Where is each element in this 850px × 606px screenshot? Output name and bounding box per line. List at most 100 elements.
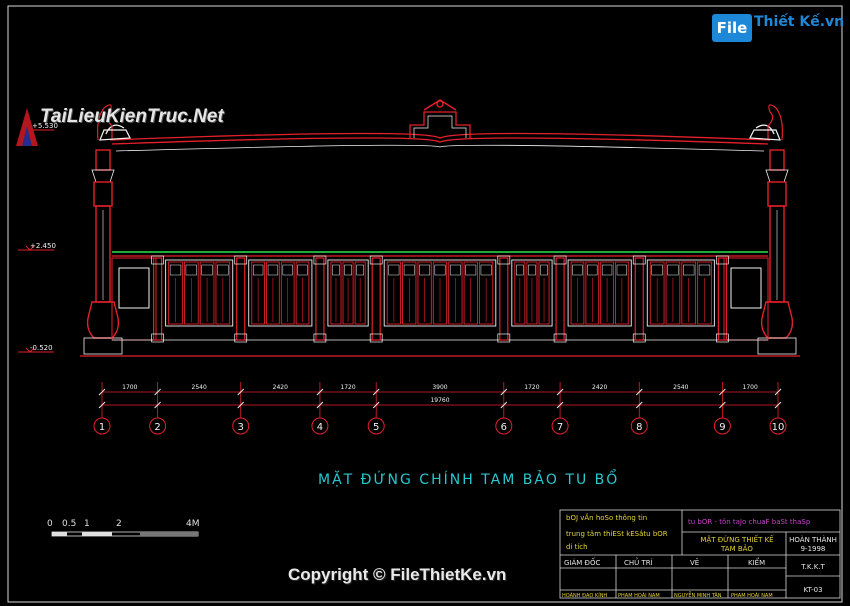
door-panel — [697, 261, 712, 325]
dim-tick — [719, 388, 726, 396]
scale-label-2: 2 — [116, 519, 122, 529]
door-panel — [538, 261, 550, 325]
tb-name-lead: PHẠM HOÀI NAM — [618, 593, 660, 599]
door-transom — [388, 264, 400, 276]
tb-dept: T.K.K.T — [801, 563, 825, 571]
door-transom — [297, 264, 308, 276]
bay-frame-6 — [567, 259, 632, 327]
door-transom — [449, 264, 461, 276]
side-wall-left — [111, 257, 157, 341]
dim-tick-total — [556, 401, 564, 409]
axis-label-2: 2 — [154, 422, 160, 433]
door-panel — [649, 261, 665, 325]
door-panel — [342, 261, 354, 325]
door-panel — [251, 261, 265, 325]
tb-sheet-title2: TAM BẢO — [721, 545, 753, 553]
door-transom — [698, 264, 711, 276]
column-3 — [236, 257, 246, 341]
dim-tick-total — [154, 401, 161, 409]
dimension-label-6: 1720 — [524, 384, 539, 391]
axis-label-5: 5 — [373, 422, 379, 433]
bay-frame-2 — [248, 259, 313, 327]
door-transom — [465, 264, 477, 276]
dim-tick — [237, 388, 245, 396]
filethietke-logo: File Thiết Kế.vn — [712, 14, 844, 42]
axis-circle-9 — [713, 417, 731, 435]
door-transom — [434, 264, 446, 276]
axis-label-7: 7 — [557, 422, 563, 433]
door-panel — [478, 261, 494, 325]
dim-tick-total — [237, 401, 245, 409]
pillar-right — [757, 149, 797, 355]
tb-role-lead: CHỦ TRÌ — [624, 559, 653, 567]
door-panel — [665, 261, 681, 325]
roof-finial-left — [97, 104, 131, 141]
door-transom — [267, 264, 279, 276]
tb-role-director: GIÁM ĐỐC — [564, 559, 601, 567]
roof — [105, 99, 775, 152]
logo-box: File — [712, 14, 752, 42]
bay-frame-7 — [646, 259, 715, 327]
dimension-label-7: 2420 — [592, 384, 607, 391]
door-transom — [217, 264, 229, 276]
tb-org-line2: trung tâm thiESt kESắtu bOR — [566, 530, 668, 538]
column-base-9 — [716, 333, 729, 343]
door-panel — [600, 261, 614, 325]
dimension-label-8: 2540 — [673, 384, 688, 391]
column-cap-3 — [234, 255, 248, 265]
dim-tick — [154, 388, 161, 396]
axis-circle-3 — [232, 417, 250, 435]
dim-tick-total — [98, 401, 106, 409]
drawing-title: MẶT ĐỨNG CHÍNH TAM BẢO TU BỔ — [318, 472, 620, 488]
dim-tick-total — [372, 401, 380, 409]
tb-org-line3: di tích — [566, 543, 588, 551]
tb-sheet-title1: MẶT ĐỨNG THIẾT KẾ — [700, 536, 774, 544]
door-panel — [280, 261, 295, 325]
door-transom — [667, 264, 679, 276]
columns — [151, 255, 729, 343]
level-markers — [18, 129, 54, 353]
axis-label-9: 9 — [719, 422, 725, 433]
axis-label-10: 10 — [772, 422, 785, 433]
dimension-label-2: 2540 — [192, 384, 207, 391]
column-base-7 — [553, 333, 567, 343]
roof-finial-right — [749, 104, 783, 141]
pillar-left — [83, 149, 123, 355]
column-7 — [555, 257, 565, 341]
side-wall-right — [723, 257, 769, 341]
title-block — [559, 509, 841, 599]
door-bays — [165, 259, 715, 327]
door-transom — [480, 264, 492, 276]
column-cap-8 — [632, 255, 646, 265]
column-cap-4 — [313, 255, 327, 265]
axis-circle-8 — [630, 417, 648, 435]
dim-tick — [500, 388, 508, 396]
dim-tick-total — [500, 401, 508, 409]
column-base-6 — [497, 333, 511, 343]
tb-role-drawn: VẼ — [690, 559, 700, 567]
dim-tick — [556, 388, 564, 396]
door-transom — [169, 264, 182, 276]
scale-bar — [51, 531, 199, 537]
scale-label-1: 1 — [84, 519, 90, 529]
door-transom — [528, 264, 536, 276]
door-transom — [403, 264, 415, 276]
level-label-ground: -0.520 — [30, 344, 53, 352]
dim-tick-total — [316, 401, 324, 409]
dimension-label-1: 1700 — [122, 384, 137, 391]
tb-role-checked: KIỂM — [748, 559, 766, 567]
door-transom — [332, 264, 340, 276]
dim-tick-total — [635, 401, 643, 409]
axis-circle-6 — [495, 417, 513, 435]
column-9 — [717, 257, 727, 341]
door-panel — [168, 261, 183, 325]
door-panel — [417, 261, 432, 325]
dim-tick — [372, 388, 380, 396]
dimension-label-total: 19760 — [430, 397, 449, 404]
column-cap-5 — [369, 255, 383, 265]
axis-circle-1 — [93, 417, 111, 435]
door-panel — [432, 261, 448, 325]
door-panel — [183, 261, 199, 325]
door-panel — [330, 261, 342, 325]
bay-frame-4 — [383, 259, 497, 327]
